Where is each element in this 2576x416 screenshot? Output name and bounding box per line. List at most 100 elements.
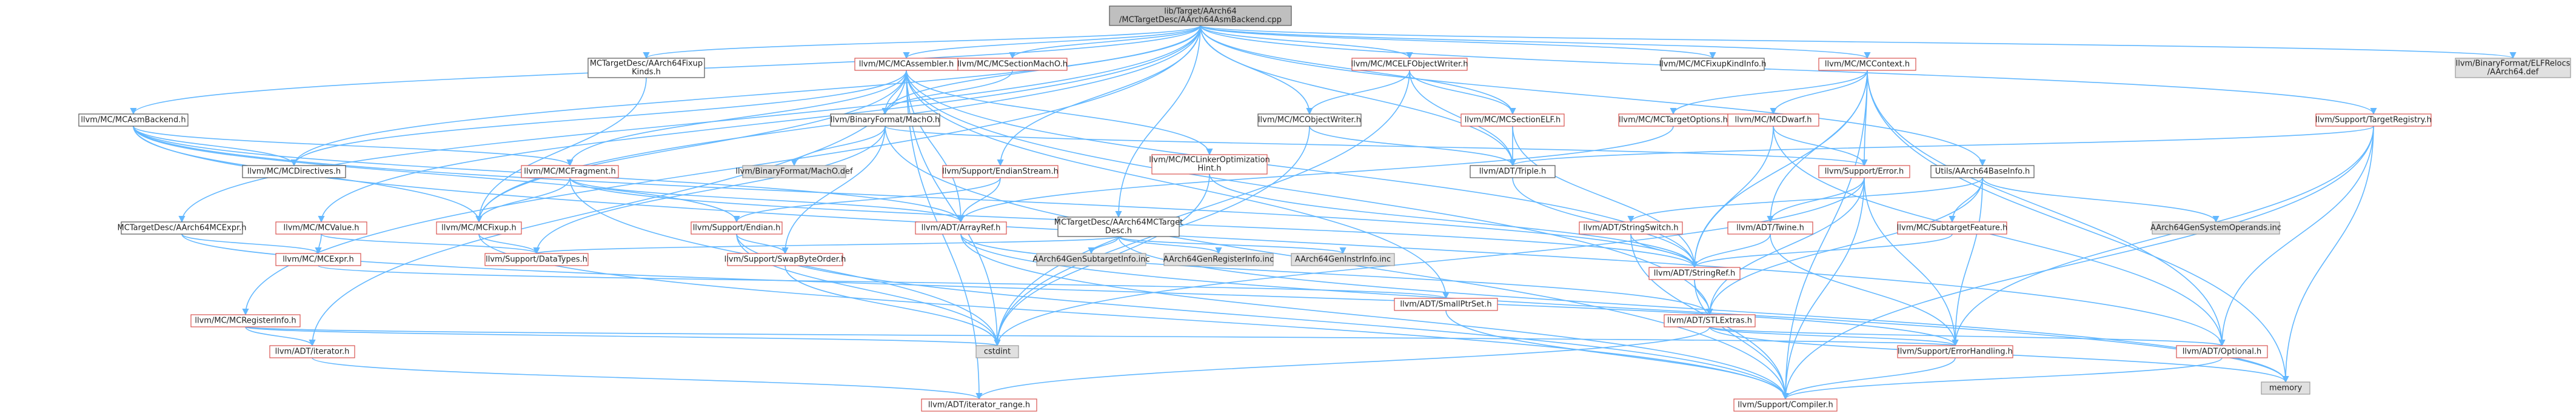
node-stringswitch[interactable]: llvm/ADT/StringSwitch.h	[1579, 221, 1683, 235]
node-label: llvm/MC/MCDwarf.h	[1735, 116, 1812, 125]
node-binmacho[interactable]: llvm/BinaryFormat/MachO.h	[830, 113, 940, 127]
node-elfrelocs[interactable]: llvm/BinaryFormat/ELFRelocs/AArch64.def	[2455, 58, 2571, 78]
edge-asmbackend-to-directives	[133, 126, 298, 167]
node-sectionelf[interactable]: llvm/MC/MCSectionELF.h	[1460, 113, 1565, 127]
node-mccontext[interactable]: llvm/MC/MCContext.h	[1818, 58, 1916, 71]
node-box	[1664, 314, 1756, 327]
node-regsinfo[interactable]: llvm/MC/MCRegisterInfo.h	[190, 314, 301, 327]
edge-aarch64mcexpr-to-mcexpr	[181, 233, 322, 255]
node-optional[interactable]: llvm/ADT/Optional.h	[2176, 345, 2268, 358]
node-sectionmacho[interactable]: llvm/MC/MCSectionMachO.h	[957, 58, 1068, 71]
node-fixupkindinfo[interactable]: llvm/MC/MCFixupKindInfo.h	[1659, 58, 1767, 71]
node-targetregistry[interactable]: llvm/Support/TargetRegistry.h	[2315, 113, 2432, 127]
node-label: llvm/Support/Endian.h	[693, 224, 781, 233]
node-targetoptions[interactable]: llvm/MC/MCTargetOptions.h	[1618, 113, 1728, 127]
node-cstdint[interactable]: cstdint	[975, 345, 1019, 358]
node-geninstr[interactable]: AArch64GenInstrInfo.inc	[1291, 253, 1395, 266]
node-triple[interactable]: llvm/ADT/Triple.h	[1470, 165, 1556, 178]
edge-stlextras-to-iterrange	[975, 326, 1710, 400]
edge-root-to-mccontext	[1200, 25, 1871, 59]
node-sysoperands[interactable]: AArch64GenSystemOperands.inc	[2150, 221, 2281, 235]
edge-root-to-triple	[1200, 25, 1516, 167]
node-box	[1470, 165, 1556, 178]
edge-assembler-to-iterrange	[906, 70, 983, 400]
edge-mccontext-to-compiler	[1782, 70, 1868, 400]
node-box	[1648, 267, 1741, 280]
edge-root-to-aarch64mcexpr	[178, 25, 1201, 223]
node-baseinfo[interactable]: Utils/AArch64BaseInfo.h	[1930, 165, 2035, 178]
edge-arrayref-to-stlextras	[960, 233, 1713, 316]
node-machodef[interactable]: llvm/BinaryFormat/MachO.def	[735, 165, 853, 178]
edge-baseinfo-to-errorhandling	[1952, 177, 1983, 347]
node-label: llvm/MC/MCObjectWriter.h	[1258, 116, 1361, 125]
node-label: /AArch64.def	[2487, 68, 2539, 77]
node-endianstream[interactable]: llvm/Support/EndianStream.h	[942, 165, 1059, 178]
graph-edges	[130, 25, 2516, 400]
node-label: llvm/MC/SubtargetFeature.h	[1897, 224, 2007, 233]
node-stlextras[interactable]: llvm/ADT/STLExtras.h	[1664, 314, 1756, 327]
node-compiler[interactable]: llvm/Support/Compiler.h	[1733, 398, 1838, 412]
node-datatypes[interactable]: llvm/Support/DataTypes.h	[484, 253, 589, 266]
node-box	[727, 253, 843, 266]
node-assembler[interactable]: llvm/MC/MCAssembler.h	[854, 58, 958, 71]
edge-assembler-to-stlextras	[906, 70, 1713, 316]
node-box	[915, 221, 1007, 235]
node-fragment[interactable]: llvm/MC/MCFragment.h	[521, 165, 619, 178]
edge-subtargetfeature-to-stringref	[1691, 233, 1953, 269]
node-box	[742, 165, 846, 178]
node-swapbyte[interactable]: llvm/Support/SwapByteOrder.h	[724, 253, 846, 266]
node-directives[interactable]: llvm/MC/MCDirectives.h	[242, 165, 346, 178]
edge-mcdwarf-to-error	[1773, 126, 1868, 167]
edge-root-to-endianstream	[997, 25, 1201, 167]
node-aarch64mcexpr[interactable]: MCTargetDesc/AArch64MCExpr.h	[118, 221, 247, 235]
edge-root-to-elfobjwriter	[1200, 25, 1413, 59]
node-twine[interactable]: llvm/ADT/Twine.h	[1727, 221, 1813, 235]
node-box	[1291, 253, 1395, 266]
edge-endianstream-to-endian	[733, 177, 1001, 223]
node-label: llvm/MC/MCValue.h	[284, 224, 360, 233]
node-arrayref[interactable]: llvm/ADT/ArrayRef.h	[915, 221, 1007, 235]
node-mcexpr[interactable]: llvm/MC/MCExpr.h	[275, 253, 361, 266]
edge-objwriter-to-triple	[1309, 126, 1516, 167]
edge-elfobjwriter-to-cstdint	[994, 70, 1410, 347]
node-subtargetfeature[interactable]: llvm/MC/SubtargetFeature.h	[1897, 221, 2007, 235]
node-root[interactable]: lib/Target/AArch64/MCTargetDesc/AArch64A…	[1109, 5, 1292, 26]
node-mcfixup[interactable]: llvm/MC/MCFixup.h	[436, 221, 522, 235]
node-label: Desc.h	[1105, 227, 1132, 236]
node-box	[1351, 58, 1468, 71]
node-iterrange[interactable]: llvm/ADT/iterator_range.h	[921, 398, 1037, 412]
node-asmbackend[interactable]: llvm/MC/MCAsmBackend.h	[78, 113, 189, 127]
edge-binmacho-to-machodef	[791, 126, 886, 167]
node-mcdwarf[interactable]: llvm/MC/MCDwarf.h	[1727, 113, 1819, 127]
node-label: MCTargetDesc/AArch64MCTarget	[1054, 218, 1183, 227]
node-elfobjwriter[interactable]: llvm/MC/MCELFObjectWriter.h	[1351, 58, 1468, 71]
edge-targetregistry-to-compiler	[1782, 126, 2374, 400]
node-genregister[interactable]: AArch64GenRegisterInfo.inc	[1163, 253, 1274, 266]
edge-baseinfo-to-sysoperands	[1982, 177, 2220, 223]
node-label: llvm/BinaryFormat/ELFRelocs	[2456, 59, 2571, 69]
edge-mctargetdesc-to-genregister	[1118, 236, 1222, 255]
node-gensubtarget[interactable]: AArch64GenSubtargetInfo.inc	[1032, 253, 1150, 266]
node-endian[interactable]: llvm/Support/Endian.h	[691, 221, 783, 235]
edge-root-to-sectionmacho	[1009, 25, 1201, 59]
node-stringref[interactable]: llvm/ADT/StringRef.h	[1648, 267, 1741, 280]
edge-error-to-errorhandling	[1864, 177, 1959, 347]
edge-binmacho-to-swapbyte	[781, 126, 886, 255]
edge-errorhandling-to-compiler	[1782, 357, 1956, 400]
node-box	[2455, 58, 2571, 78]
edge-binmacho-to-datatypes	[533, 126, 886, 255]
node-errorhandling[interactable]: llvm/Support/ErrorHandling.h	[1897, 345, 2013, 358]
node-smallptrset[interactable]: llvm/ADT/SmallPtrSet.h	[1394, 298, 1498, 311]
node-iterator[interactable]: llvm/ADT/iterator.h	[269, 345, 355, 358]
node-mcvalue[interactable]: llvm/MC/MCValue.h	[275, 221, 367, 235]
edge-mctargetdesc-to-datatypes	[534, 236, 1119, 255]
edge-targetoptions-to-arrayref	[957, 126, 1674, 223]
node-memory[interactable]: memory	[2261, 381, 2310, 395]
edge-root-to-objwriter	[1200, 25, 1313, 115]
node-error[interactable]: llvm/Support/Error.h	[1818, 165, 1910, 178]
node-objwriter[interactable]: llvm/MC/MCObjectWriter.h	[1257, 113, 1362, 127]
node-box	[1579, 221, 1683, 235]
